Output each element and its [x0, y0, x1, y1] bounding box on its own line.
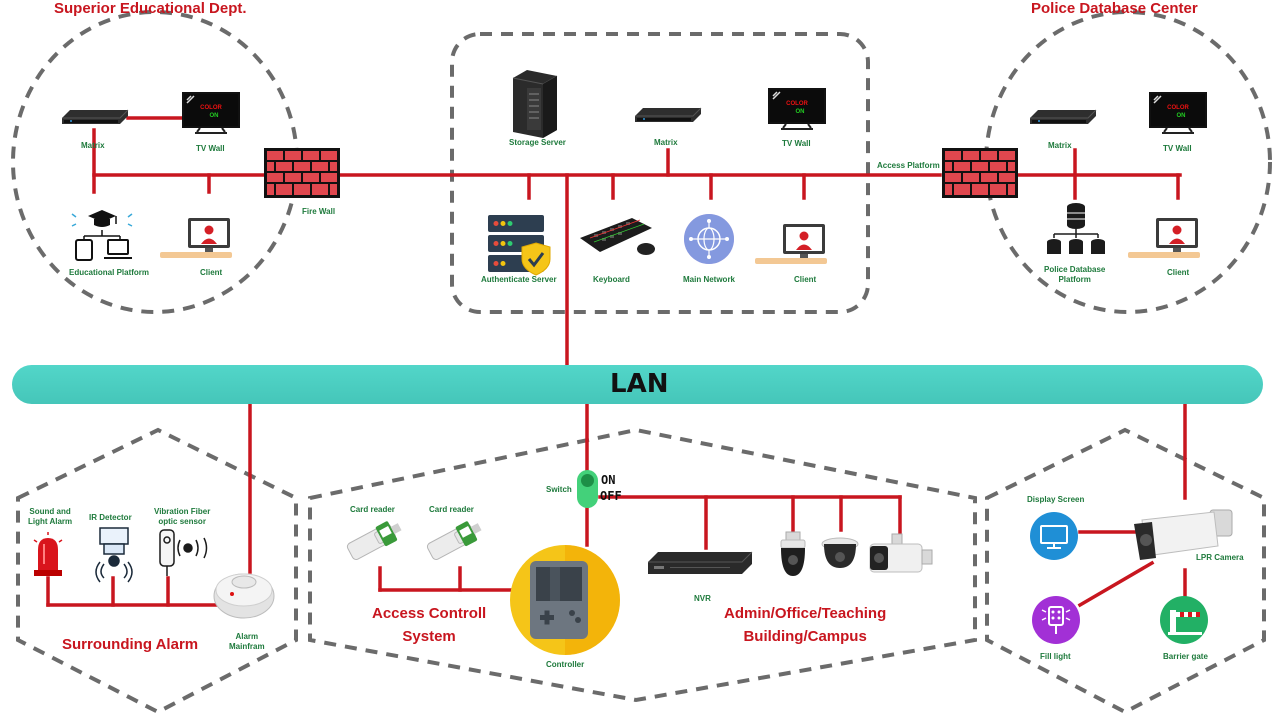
dome-camera-icon	[821, 537, 859, 569]
police-client-icon	[1128, 218, 1200, 258]
fill-light-label: Fill light	[1040, 652, 1071, 661]
edu-platform-label: Educational Platform	[69, 268, 150, 277]
fill-light-icon	[1032, 596, 1080, 644]
database-icon	[1047, 203, 1105, 254]
ir-detector-label: IR Detector	[89, 513, 132, 522]
police-tv-brand-bottom: ON	[1177, 113, 1186, 119]
display-screen-icon	[1030, 512, 1078, 560]
controller-icon	[510, 545, 620, 655]
switch-on-label: ON	[601, 473, 616, 487]
center-client-icon	[755, 224, 827, 264]
keyboard-icon	[580, 218, 655, 255]
access-platform-label: Access Platform	[877, 161, 940, 170]
center-client-label: Client	[794, 275, 817, 284]
card-reader-icon-1	[344, 516, 406, 564]
surrounding-alarm-title: Surrounding Alarm	[62, 636, 199, 653]
access-control-title: Access Controll System	[372, 605, 487, 646]
education-platform-icon	[71, 210, 133, 261]
police-tvwall-label: TV Wall	[1163, 144, 1192, 153]
edu-client-label: Client	[200, 268, 223, 277]
storage-server-icon	[512, 70, 558, 138]
police-platform-label: Police Database Platform	[1044, 265, 1106, 284]
center-region	[450, 32, 870, 314]
keyboard-label: Keyboard	[593, 275, 630, 284]
display-screen-label: Display Screen	[1027, 495, 1085, 504]
barrier-gate-icon	[1160, 596, 1208, 644]
police-region	[984, 10, 1272, 314]
siren-icon	[33, 532, 63, 576]
edu-tvwall-label: TV Wall	[196, 144, 225, 153]
network-globe-icon	[684, 214, 734, 264]
admin-region	[308, 427, 977, 703]
vibration-sensor-icon	[159, 529, 208, 576]
lpr-camera-label: LPR Camera	[1196, 553, 1244, 562]
card-reader-label-1: Card reader	[350, 505, 395, 514]
superior-edu-title: Superior Educational Dept.	[54, 0, 247, 17]
vibration-fiber-label: Vibration Fiber optic sensor	[154, 507, 211, 526]
barrier-gate-label: Barrier gate	[1163, 652, 1208, 661]
police-matrix-label: Matrix	[1048, 141, 1072, 150]
switch-off-label: OFF	[600, 489, 622, 503]
center-matrix-label: Matrix	[654, 138, 678, 147]
police-tv-wall-icon: COLOR ON	[1148, 91, 1208, 135]
bullet-camera-icon	[869, 533, 933, 573]
center-tv-brand-top: COLOR	[786, 101, 808, 107]
ptz-camera-icon	[780, 531, 806, 576]
card-reader-label-2: Card reader	[429, 505, 474, 514]
switch-toggle-icon	[577, 470, 598, 508]
card-reader-icon-2	[424, 516, 486, 564]
firewall-icon	[264, 148, 340, 198]
alarm-mainframe-icon	[213, 573, 275, 619]
sound-light-alarm-label: Sound and Light Alarm	[28, 507, 73, 526]
ir-detector-icon	[95, 527, 133, 583]
lpr-region	[985, 427, 1266, 715]
admin-campus-title: Admin/Office/Teaching Building/Campus	[724, 605, 887, 646]
firewall-label: Fire Wall	[302, 207, 336, 216]
storage-server-label: Storage Server	[509, 138, 566, 147]
edu-tv-brand-top: COLOR	[200, 105, 222, 111]
center-tv-wall-icon: COLOR ON	[767, 87, 827, 131]
links	[46, 116, 1187, 608]
switch-label: Switch	[546, 485, 572, 494]
police-client-label: Client	[1167, 268, 1190, 277]
police-db-title: Police Database Center	[1031, 0, 1198, 17]
edu-matrix-icon	[61, 109, 129, 125]
edu-matrix-label: Matrix	[81, 141, 105, 150]
alarm-mainframe-label: Alarm Mainfram	[229, 632, 265, 651]
lan-bar	[12, 365, 1263, 404]
lan-label: LAN	[610, 369, 669, 399]
main-network-label: Main Network	[683, 275, 736, 284]
nvr-label: NVR	[694, 594, 711, 603]
center-matrix-icon	[634, 107, 702, 123]
authenticate-server-icon	[488, 215, 551, 276]
edu-region	[11, 10, 299, 314]
nvr-icon	[648, 551, 753, 574]
police-matrix-icon	[1029, 109, 1097, 125]
edu-tv-brand-bottom: ON	[210, 113, 219, 119]
authenticate-server-label: Authenticate Server	[481, 275, 557, 284]
access-platform-firewall-icon	[942, 148, 1018, 198]
lpr-camera-icon	[1134, 509, 1233, 560]
edu-client-icon	[160, 218, 232, 258]
center-tvwall-label: TV Wall	[782, 139, 811, 148]
controller-label: Controller	[546, 660, 585, 669]
alarm-region	[16, 427, 298, 715]
edu-tv-wall-icon: COLOR ON	[181, 91, 241, 135]
center-tv-brand-bottom: ON	[796, 109, 805, 115]
police-tv-brand-top: COLOR	[1167, 105, 1189, 111]
